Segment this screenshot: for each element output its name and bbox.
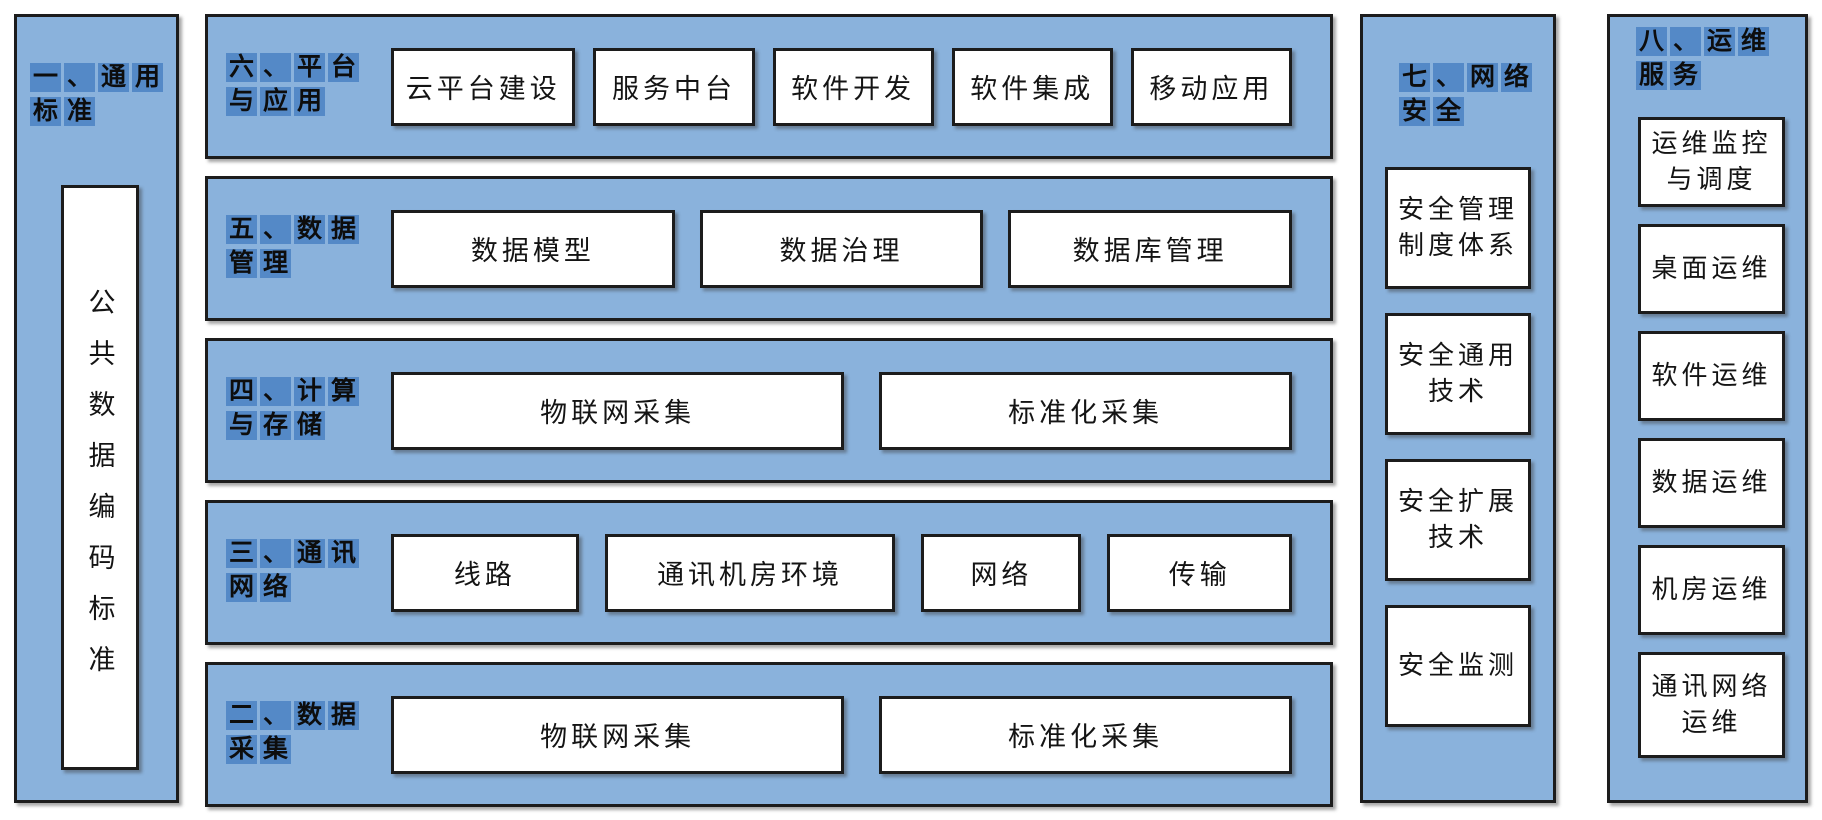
box-mobile-application: 移动应用	[1130, 47, 1292, 126]
panel-general-standards: 一、通用标准 公共数据编码标准	[14, 14, 179, 803]
row-boxes-platform: 云平台建设 服务中台 软件开发 软件集成 移动应用	[391, 47, 1292, 126]
box-software-operations: 软件运维	[1638, 331, 1785, 421]
box-security-general-technology: 安全通用技术	[1385, 313, 1531, 435]
box-service-middle-platform: 服务中台	[593, 47, 755, 126]
box-software-integration: 软件集成	[951, 47, 1113, 126]
box-desktop-operations: 桌面运维	[1638, 224, 1785, 314]
box-iot-collection-compute: 物联网采集	[391, 371, 845, 450]
panel-communication-network: 三、通讯网络 线路 通讯机房环境 网络 传输	[205, 500, 1333, 645]
box-software-development: 软件开发	[772, 47, 934, 126]
panel-computing-and-storage: 四、计算与存储 物联网采集 标准化采集	[205, 338, 1333, 483]
label-data-management: 五、数据管理	[226, 214, 368, 283]
box-standardized-collection: 标准化采集	[879, 695, 1292, 774]
box-comm-room-environment: 通讯机房环境	[604, 533, 896, 612]
box-data-model: 数据模型	[391, 209, 675, 288]
box-database-management: 数据库管理	[1008, 209, 1293, 288]
row-boxes-data-management: 数据模型 数据治理 数据库管理	[391, 209, 1293, 288]
label-network-security: 七、网络安全	[1399, 63, 1549, 131]
panel-data-collection: 二、数据采集 物联网采集 标准化采集	[205, 662, 1333, 807]
row-boxes-data-collection: 物联网采集 标准化采集	[391, 695, 1292, 774]
label-communication-network: 三、通讯网络	[226, 538, 368, 607]
panel-data-management: 五、数据管理 数据模型 数据治理 数据库管理	[205, 176, 1333, 321]
box-iot-collection: 物联网采集	[391, 695, 845, 774]
panel-operations-services: 八、运维服务 运维监控与调度 桌面运维 软件运维 数据运维 机房运维 通讯网络运…	[1607, 14, 1808, 803]
box-data-governance: 数据治理	[699, 209, 984, 288]
security-boxes: 安全管理制度体系 安全通用技术 安全扩展技术 安全监测	[1385, 167, 1531, 727]
label-operations-services: 八、运维服务	[1636, 27, 1786, 95]
box-cloud-platform-construction: 云平台建设	[391, 47, 576, 126]
box-transmission: 传输	[1107, 533, 1292, 612]
operations-boxes: 运维监控与调度 桌面运维 软件运维 数据运维 机房运维 通讯网络运维	[1638, 117, 1785, 758]
row-boxes-communication: 线路 通讯机房环境 网络 传输	[391, 533, 1292, 612]
box-ops-monitoring-dispatch: 运维监控与调度	[1638, 117, 1785, 207]
label-general-standards: 一、通用标准	[30, 63, 174, 131]
box-security-extended-technology: 安全扩展技术	[1385, 459, 1531, 581]
box-network: 网络	[921, 533, 1082, 612]
label-data-collection: 二、数据采集	[226, 700, 368, 769]
label-computing-and-storage: 四、计算与存储	[226, 376, 368, 445]
box-security-monitoring: 安全监测	[1385, 605, 1531, 727]
label-platform-and-applications: 六、平台与应用	[226, 52, 368, 121]
panel-platform-and-applications: 六、平台与应用 云平台建设 服务中台 软件开发 软件集成 移动应用	[205, 14, 1333, 159]
panel-network-security: 七、网络安全 安全管理制度体系 安全通用技术 安全扩展技术 安全监测	[1360, 14, 1556, 803]
box-security-management-system: 安全管理制度体系	[1385, 167, 1531, 289]
box-comm-network-operations: 通讯网络运维	[1638, 652, 1785, 758]
box-data-operations: 数据运维	[1638, 438, 1785, 528]
box-public-data-coding-standard: 公共数据编码标准	[61, 185, 139, 770]
box-lines: 线路	[391, 533, 579, 612]
box-standardized-collection-compute: 标准化采集	[879, 371, 1292, 450]
row-boxes-computing-storage: 物联网采集 标准化采集	[391, 371, 1292, 450]
box-server-room-operations: 机房运维	[1638, 545, 1785, 635]
